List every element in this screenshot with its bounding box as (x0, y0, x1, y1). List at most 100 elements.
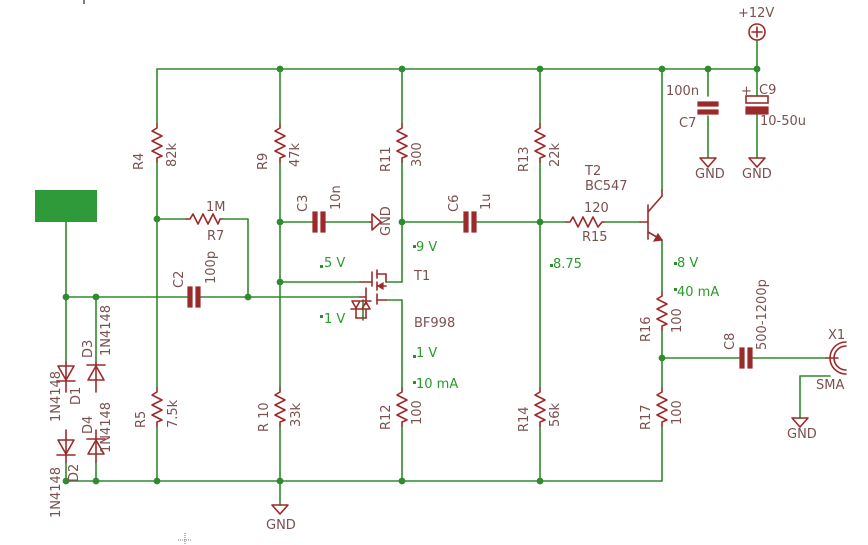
supply-label: +12V (738, 6, 774, 21)
annotation-source-v: 1 V (416, 346, 437, 361)
diode-d3[interactable]: D3 1N4148 (81, 305, 114, 393)
r16-name: R16 (639, 316, 654, 342)
sma-connector-x1[interactable]: X1 SMA (816, 328, 847, 393)
gnd-sma-label: GND (787, 427, 817, 442)
r16-value: 100 (670, 308, 685, 333)
resistor-r10[interactable]: R 10 33k (257, 387, 304, 432)
c6-value: 1u (479, 193, 494, 210)
r15-value: 120 (584, 201, 609, 216)
r9-value: 47k (288, 142, 303, 167)
c8-name: C8 (723, 333, 738, 350)
r10-value: 33k (289, 402, 304, 427)
d4-name: D4 (81, 416, 96, 434)
r17-name: R17 (639, 404, 654, 430)
c7-name: C7 (679, 116, 696, 131)
c8-value: 500-1200p (755, 279, 770, 350)
capacitor-c3[interactable]: C3 10n (296, 185, 344, 233)
resistor-r7[interactable]: 1M R7 (185, 200, 226, 244)
gnd-main-label: GND (266, 518, 296, 533)
annotation-gate2-v: 5 V (324, 256, 345, 271)
c9-name: C9 (759, 83, 776, 98)
annotation-emitter-i: 40 mA (677, 285, 719, 300)
r12-value: 100 (410, 400, 425, 425)
capacitor-c2[interactable]: C2 100p (172, 251, 219, 308)
diode-d2[interactable]: D2 1N4148 (49, 429, 82, 518)
resistor-r16[interactable]: R16 100 (639, 291, 685, 342)
x1-value: SMA (816, 378, 844, 393)
resistor-r5[interactable]: R5 7.5k (134, 387, 181, 428)
annotation-source-i: 10 mA (416, 377, 458, 392)
diode-d4[interactable]: D4 1N4148 (81, 402, 114, 463)
origin-marks (83, 0, 192, 545)
capacitor-c7[interactable]: 100n C7 (666, 84, 719, 131)
ground-gnd-c7: GND (695, 157, 725, 182)
d4-value: 1N4148 (99, 402, 114, 453)
c9-value: 10-50u (760, 114, 806, 129)
r5-value: 7.5k (166, 399, 181, 428)
d1-name: D1 (69, 387, 84, 405)
junction-dots (62, 65, 761, 485)
c6-name: C6 (447, 195, 462, 212)
t1-value: BF998 (414, 316, 455, 331)
r7-name: R7 (207, 229, 224, 244)
resistor-r9[interactable]: R9 47k (256, 123, 303, 170)
t2-name: T2 (584, 164, 601, 179)
resistor-r13[interactable]: R13 22k (517, 123, 563, 172)
d3-name: D3 (81, 340, 96, 358)
gnd-c9-label: GND (742, 167, 772, 182)
r11-name: R11 (379, 146, 394, 172)
c2-value: 100p (204, 251, 219, 284)
resistor-r17[interactable]: R17 100 (639, 387, 685, 430)
capacitor-c6[interactable]: C6 1u (447, 193, 494, 233)
r4-name: R4 (132, 153, 147, 170)
c3-name: C3 (296, 195, 311, 212)
r12-name: R12 (379, 404, 394, 430)
resistor-r4[interactable]: R4 82k (132, 123, 180, 170)
r9-name: R9 (256, 153, 271, 170)
ground-gnd-c3: GND (369, 206, 394, 236)
transistor-t2[interactable]: T2 BC547 (584, 164, 664, 242)
d3-value: 1N4148 (99, 305, 114, 356)
r15-name: R15 (582, 230, 608, 245)
c2-name: C2 (172, 271, 187, 288)
diode-d1[interactable]: 1N4148 D1 (49, 361, 84, 422)
c7-value: 100n (666, 84, 699, 99)
c3-value: 10n (329, 185, 344, 210)
t2-value: BC547 (585, 179, 628, 194)
annotation-emitter-v: 8 V (677, 256, 698, 271)
t1-name: T1 (413, 269, 430, 284)
resistor-r11[interactable]: R11 300 (379, 123, 425, 172)
annotation-gate1-v: 1 V (324, 312, 345, 327)
d2-value: 1N4148 (49, 467, 64, 518)
supply-symbol: +12V (738, 6, 774, 41)
ground-gnd-sma: GND (787, 417, 817, 442)
transistor-t1[interactable]: T1 BF998 (350, 269, 455, 331)
input-connector-block[interactable] (35, 190, 97, 222)
annotation-base-v: 8.75 (553, 257, 582, 272)
resistor-r15[interactable]: 120 R15 (565, 201, 609, 245)
r13-name: R13 (517, 146, 532, 172)
gnd-c7-label: GND (695, 167, 725, 182)
capacitor-c8[interactable]: C8 500-1200p (723, 279, 770, 369)
r14-name: R14 (517, 406, 532, 432)
r17-value: 100 (670, 400, 685, 425)
resistor-r14[interactable]: R14 56k (517, 387, 563, 432)
r5-name: R5 (134, 411, 149, 428)
r7-value: 1M (206, 200, 226, 215)
gnd-c3-label: GND (379, 206, 394, 236)
resistor-r12[interactable]: R12 100 (379, 387, 425, 430)
capacitor-c9[interactable]: + C9 10-50u (741, 83, 806, 129)
r4-value: 82k (165, 142, 180, 167)
x1-name: X1 (828, 328, 845, 343)
r14-value: 56k (548, 402, 563, 427)
r10-name: R 10 (257, 402, 272, 432)
c9-plus-sign: + (741, 84, 752, 99)
wires (65, 40, 831, 506)
d1-value: 1N4148 (49, 371, 64, 422)
d2-name: D2 (67, 464, 82, 482)
ground-gnd-c9: GND (742, 157, 772, 182)
r11-value: 300 (410, 142, 425, 167)
ground-gnd-main: GND (266, 504, 296, 533)
r13-value: 22k (548, 142, 563, 167)
